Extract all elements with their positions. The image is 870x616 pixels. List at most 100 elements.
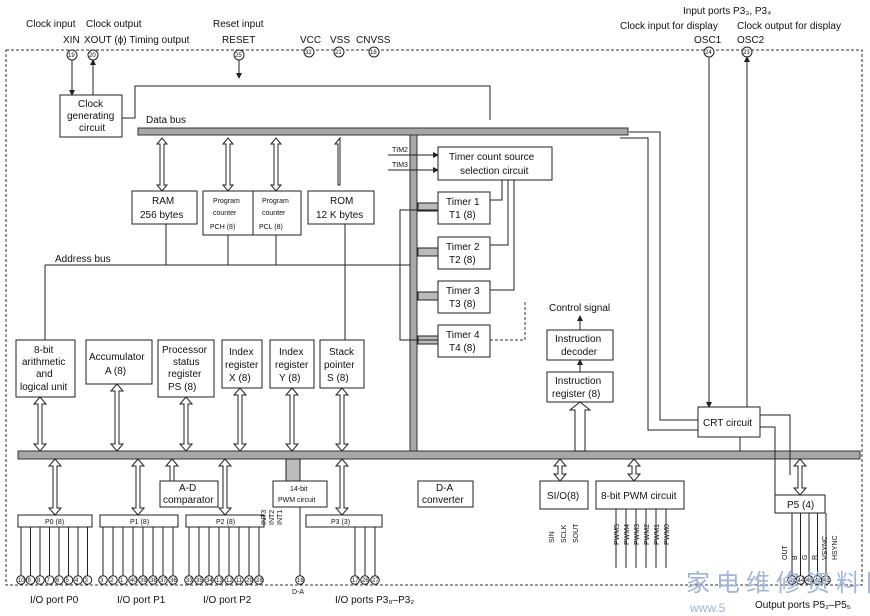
bottom-pin (16, 575, 26, 585)
sout-label: SOUT (573, 523, 580, 543)
timer4-line1: Timer 4 (446, 330, 480, 341)
ix-line2: register (225, 360, 259, 371)
timer4-block: Timer 4 T4 (8) (437, 324, 491, 358)
bottom-pin-number: 42 (815, 578, 822, 584)
instruction-decoder-block: Instruction decoder (546, 329, 614, 361)
bottom-pin-number: 4 (75, 578, 79, 584)
timer2-line1: Timer 2 (446, 242, 480, 253)
crt-output-label: HSYNC (832, 535, 839, 560)
bottom-pin-number: 10 (18, 578, 25, 584)
data-bus-label: Data bus (146, 115, 186, 126)
pwm-signal-label: PWM3 (634, 524, 641, 545)
timer-arrows (399, 180, 526, 345)
crt-output-label: B (792, 555, 799, 560)
pch-line2: counter (213, 210, 237, 217)
input-ports-p3-label: Input ports P3₃, P3₄ (683, 6, 771, 17)
bottom-pin-number: 43 (806, 578, 813, 584)
pwm8-line1: 8-bit PWM circuit (601, 491, 677, 502)
bottom-pin-number: 11 (236, 578, 243, 584)
bottom-pin-number: 17 (352, 578, 359, 584)
bottom-pin-number: 44 (798, 578, 805, 584)
acc-line1: Accumulator (89, 352, 145, 363)
timer1-block: Timer 1 T1 (8) (437, 191, 491, 225)
alu-line1: 8-bit (34, 345, 54, 356)
bottom-pin-number: 6 (56, 578, 60, 584)
pwm-signal-label: PWM2 (644, 524, 651, 545)
alu-line2: arithmetic (22, 357, 65, 368)
ireg-line2: register (8) (552, 389, 600, 400)
bottom-pin-number: 3 (85, 578, 89, 584)
bottom-pin-number: 28 (256, 578, 263, 584)
reset-label: RESET (222, 35, 255, 46)
iy-line2: register (275, 360, 309, 371)
rom-block: ROM 12 K bytes (307, 190, 375, 225)
data-bus (137, 127, 629, 136)
xout-timing-label: XOUT (ϕ) Timing output (84, 35, 190, 46)
timer3-line1: Timer 3 (446, 286, 480, 297)
pwm-signal-label: PWM0 (664, 524, 671, 545)
clock-input-label: Clock input (26, 19, 76, 30)
bottom-pin (214, 575, 224, 585)
ps-line3: register (168, 369, 202, 380)
ix-line3: X (8) (229, 373, 251, 384)
bottom-pin (98, 575, 108, 585)
bottom-pin (244, 575, 254, 585)
bottom-pin-number: 36 (170, 578, 177, 584)
timer3-line2: T3 (8) (449, 299, 476, 310)
tim3-label: TIM3 (392, 162, 408, 169)
pwm8-block: 8-bit PWM circuit (595, 480, 685, 510)
pin-wires (20, 507, 827, 576)
bottom-pin-number: 38 (150, 578, 157, 584)
instruction-register-block: Instruction register (8) (546, 371, 614, 403)
bottom-pin (350, 575, 360, 585)
bottom-pin (204, 575, 214, 585)
io-port-p0-label: I/O port P0 (30, 595, 79, 606)
pin-xin-num: 19 (68, 53, 75, 59)
bottom-pin-number: 29 (246, 578, 253, 584)
pcl-line1: Program (262, 198, 289, 205)
bottom-pin-number: 13 (216, 578, 223, 584)
clock-output-display-label: Clock output for display (737, 21, 841, 32)
p1-label: P1 (8) (130, 519, 149, 526)
timer4-line2: T4 (8) (449, 343, 476, 354)
bottom-pin (35, 575, 45, 585)
p0-register: P0 (8) (17, 514, 93, 528)
timer2-block: Timer 2 T2 (8) (437, 236, 491, 270)
pin-vss-num: 21 (335, 50, 342, 56)
xin-label: XIN (63, 35, 80, 46)
io-port-p1-label: I/O port P1 (117, 595, 166, 606)
clock-generating-circuit: Clock generating circuit (59, 94, 123, 138)
pwm14-line1: 14-bit (290, 486, 308, 493)
p5-register: P5 (4) (774, 494, 826, 514)
bottom-pin-number: 1 (120, 578, 124, 584)
bottom-pin (224, 575, 234, 585)
alu-line3: and (36, 369, 53, 380)
bottom-pin-number: 37 (160, 578, 167, 584)
alu-line4: logical unit (20, 382, 67, 393)
pin-vcc-num: 32 (305, 50, 312, 56)
timer-source-block: Timer count source selection circuit (437, 146, 553, 181)
clock-input-display-label: Clock input for display (620, 21, 718, 32)
pch-block: Program counter PCH (8) (202, 190, 254, 236)
pin-cnvss (368, 46, 380, 58)
bottom-pin-number: 26 (362, 578, 369, 584)
bottom-pin (25, 575, 36, 585)
clock-gen-line1: Clock (78, 99, 104, 110)
crt-circuit-block: CRT circuit (697, 406, 761, 438)
da-label: D-A (292, 589, 304, 596)
bottom-pin-number: 35 (196, 578, 203, 584)
crt-output-label: G (802, 555, 809, 560)
pcl-block: Program counter PCL (8) (252, 190, 302, 236)
bottom-pin (254, 575, 264, 585)
iy-line1: Index (279, 347, 303, 358)
ps-line4: PS (8) (168, 382, 196, 393)
processor-status-block: Processor status register PS (8) (157, 339, 215, 398)
bottom-pin-number: 32 (789, 578, 796, 584)
ix-line1: Index (229, 347, 253, 358)
adc-line1: A-D (179, 483, 196, 494)
adc-line2: comparator (163, 495, 214, 506)
bottom-pin-number: 7 (47, 578, 51, 584)
